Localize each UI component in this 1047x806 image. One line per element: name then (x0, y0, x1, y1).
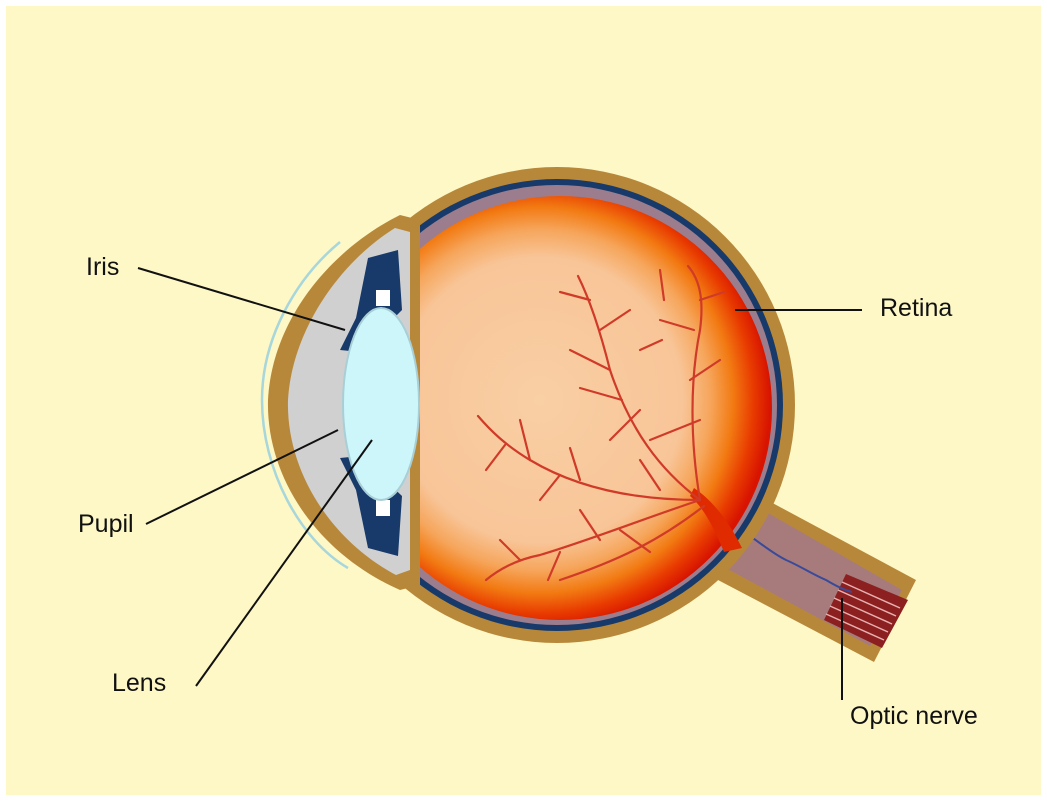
optic-nerve-label: Optic nerve (850, 704, 978, 729)
retina-label: Retina (880, 296, 952, 321)
lens-shape (343, 308, 419, 500)
iris-label: Iris (86, 255, 119, 280)
pupil-label: Pupil (78, 512, 134, 537)
lens-label: Lens (112, 671, 166, 696)
